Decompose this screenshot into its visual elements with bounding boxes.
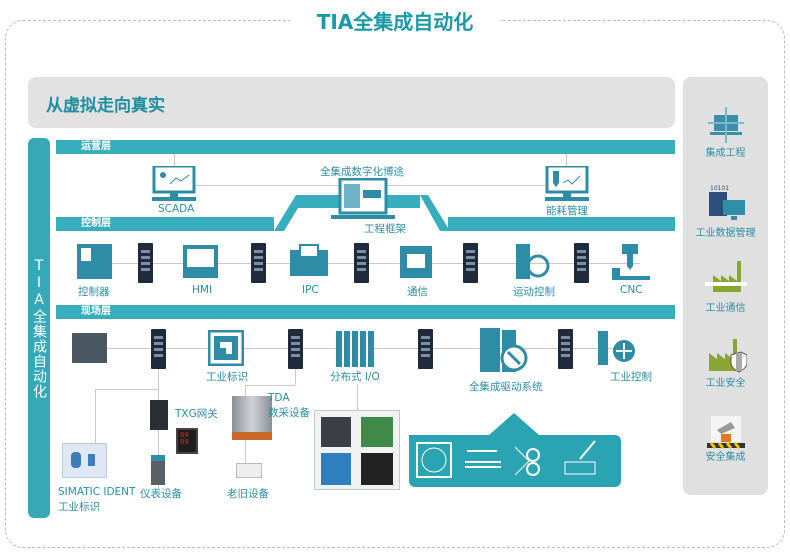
scada-monitor-icon bbox=[152, 166, 196, 201]
fan-icon bbox=[416, 442, 452, 478]
layer-ops: 运营层 bbox=[56, 140, 675, 154]
hmi-label: HMI bbox=[192, 284, 213, 296]
side-item-safety-integration[interactable]: 安全集成 bbox=[705, 452, 746, 463]
switch-icon bbox=[251, 243, 266, 283]
page-title: TIA全集成自动化 bbox=[290, 6, 500, 35]
ipc-icon bbox=[290, 244, 328, 276]
conveyor-icon bbox=[465, 450, 501, 468]
switch-icon bbox=[151, 329, 166, 369]
txg-gateway-label: TXG网关 bbox=[175, 408, 218, 420]
portal-laptop-icon bbox=[331, 178, 395, 219]
connector bbox=[174, 154, 175, 166]
switch-icon bbox=[463, 243, 478, 283]
cnc-label: CNC bbox=[620, 284, 643, 296]
switch-icon bbox=[354, 243, 369, 283]
motion-control-icon bbox=[516, 244, 550, 279]
simatic-ident-device bbox=[62, 443, 107, 478]
switch-icon bbox=[138, 243, 153, 283]
drive-system-label: 全集成驱动系统 bbox=[469, 381, 543, 393]
connector bbox=[566, 154, 567, 166]
connector bbox=[245, 385, 295, 386]
drive-system-icon bbox=[480, 328, 528, 372]
switch-icon bbox=[558, 329, 573, 369]
cutting-icon bbox=[564, 440, 596, 475]
controller-label: 控制器 bbox=[78, 286, 110, 298]
tda-label: TDA bbox=[268, 392, 290, 404]
communication-label: 通信 bbox=[407, 286, 428, 298]
io-modules-photo bbox=[314, 410, 400, 490]
switch-icon bbox=[574, 243, 589, 283]
hmi-icon bbox=[183, 245, 218, 278]
txg-gateway-device bbox=[150, 400, 168, 430]
scada-label: SCADA bbox=[158, 203, 195, 215]
industrial-communication-icon bbox=[705, 261, 747, 292]
industrial-control-icon bbox=[598, 331, 635, 365]
simatic-ident-label: SIMATIC IDENT bbox=[58, 486, 136, 498]
instrument-device bbox=[151, 455, 165, 485]
tda-sublabel: 数采设备 bbox=[268, 407, 310, 419]
ipc-label: IPC bbox=[302, 284, 319, 296]
tia-vertical-label: TIA全集成自动化 bbox=[28, 138, 50, 518]
side-item-industrial-security[interactable]: 工业安全 bbox=[705, 378, 746, 389]
connector bbox=[95, 389, 96, 444]
banner: 从虚拟走向真实 bbox=[28, 77, 675, 128]
industrial-id-label: 工业标识 bbox=[206, 371, 248, 383]
framework-label: 工程框架 bbox=[364, 223, 406, 235]
tda-device bbox=[232, 396, 272, 440]
distributed-io-icon bbox=[336, 331, 374, 367]
layer-control: 控制层 bbox=[56, 217, 274, 231]
side-item-integrated-engineering[interactable]: 集成工程 bbox=[705, 148, 746, 159]
side-item-data-management[interactable]: 工业数据管理 bbox=[695, 228, 756, 239]
data-management-icon: 10101 bbox=[709, 185, 745, 220]
side-item-industrial-communication[interactable]: 工业通信 bbox=[705, 303, 746, 314]
industrial-security-icon bbox=[709, 339, 747, 373]
plc-icon bbox=[72, 333, 107, 363]
simatic-ident-sublabel: 工业标识 bbox=[58, 501, 100, 513]
svg-text:10101: 10101 bbox=[710, 185, 729, 192]
drive-applications-panel bbox=[409, 413, 621, 487]
distributed-io-label: 分布式 I/O bbox=[330, 371, 380, 383]
safety-integration-icon bbox=[707, 416, 745, 449]
energy-label: 能耗管理 bbox=[546, 205, 588, 217]
layer-field: 现场层 bbox=[56, 305, 675, 319]
integrated-engineering-icon bbox=[708, 107, 744, 143]
legacy-device bbox=[236, 463, 262, 478]
communication-port-icon bbox=[400, 246, 432, 278]
rollers-icon bbox=[514, 446, 540, 476]
rfid-tag-icon bbox=[208, 330, 244, 366]
side-panel: 集成工程 10101 工业数据管理 工业通信 工业安全 安全集成 bbox=[683, 77, 768, 495]
switch-icon bbox=[418, 329, 433, 369]
industrial-control-label: 工业控制 bbox=[610, 371, 652, 383]
controller-icon bbox=[77, 244, 112, 279]
legacy-label: 老旧设备 bbox=[227, 488, 269, 500]
portal-label: 全集成数字化博途 bbox=[320, 166, 404, 178]
connector bbox=[95, 389, 158, 390]
connector bbox=[295, 369, 296, 385]
layer-control-right bbox=[448, 217, 675, 231]
instrument-label: 仪表设备 bbox=[140, 488, 182, 500]
switch-icon bbox=[288, 329, 303, 369]
motion-control-label: 运动控制 bbox=[513, 286, 555, 298]
energy-monitor-icon bbox=[545, 166, 589, 201]
cnc-icon bbox=[612, 244, 650, 280]
connector bbox=[357, 385, 358, 410]
